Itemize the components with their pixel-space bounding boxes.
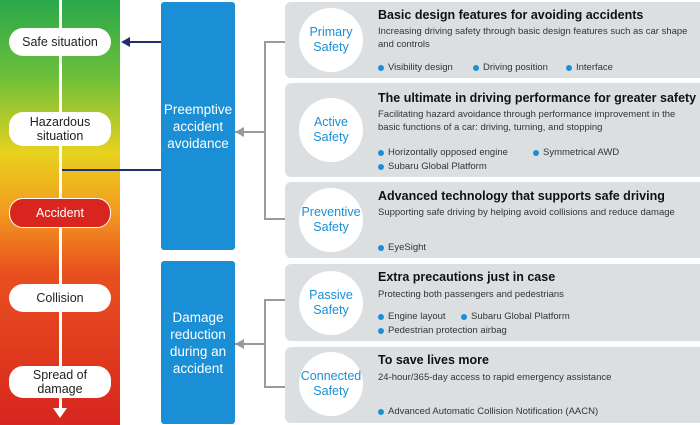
card-name-connected-safety: Connected Safety <box>299 352 363 416</box>
connector-connected <box>264 386 286 388</box>
bullet-item: Advanced Automatic Collision Notificatio… <box>378 406 598 417</box>
bullet-dot-icon <box>378 149 384 156</box>
card-description: 24-hour/365-day access to rapid emergenc… <box>378 372 612 383</box>
connector-preemptive-spine <box>264 41 266 219</box>
bullet-dot-icon <box>378 408 384 415</box>
bullet-item: Horizontally opposed engine <box>378 147 508 158</box>
bullet-item: Engine layout <box>378 311 446 322</box>
card-name-active-safety: Active Safety <box>299 98 363 162</box>
timeline-arrow-icon <box>53 408 67 418</box>
stage-hazardous-situation: Hazardous situation <box>9 112 111 146</box>
card-name-primary-safety: Primary Safety <box>299 8 363 72</box>
stage-spread-of-damage: Spread of damage <box>9 366 111 398</box>
connector-passive <box>264 299 286 301</box>
bullet-dot-icon <box>378 244 384 251</box>
bullet-item: Subaru Global Platform <box>378 161 487 172</box>
connector-damage-stem <box>235 343 265 345</box>
bullet-label: Engine layout <box>388 311 446 322</box>
bullet-dot-icon <box>378 64 384 71</box>
bullet-item: Subaru Global Platform <box>461 311 570 322</box>
connector-preemptive-stem <box>235 131 265 133</box>
bullet-dot-icon <box>461 313 467 320</box>
stage-accident: Accident <box>9 198 111 228</box>
bullet-label: Visibility design <box>388 62 453 73</box>
bullet-item: Interface <box>566 62 613 73</box>
card-title: Extra precautions just in case <box>378 270 556 284</box>
stage-collision: Collision <box>9 284 111 312</box>
card-preventive-safety: Preventive Safety Advanced technology th… <box>285 182 700 258</box>
card-title: To save lives more <box>378 353 489 367</box>
category-preemptive-accident-avoidance: Preemptive accident avoidance <box>161 2 235 250</box>
card-title: The ultimate in driving performance for … <box>378 91 697 105</box>
bullet-dot-icon <box>378 313 384 320</box>
stage-safe-situation: Safe situation <box>9 28 111 56</box>
arrow-from-hazard-line <box>62 169 197 171</box>
bullet-item: Visibility design <box>378 62 453 73</box>
bullet-dot-icon <box>473 64 479 71</box>
arrow-head-damage-icon <box>235 339 244 349</box>
category-damage-reduction: Damage reduction during an accident <box>161 261 235 424</box>
bullet-item: Pedestrian protection airbag <box>378 325 507 336</box>
card-description: Increasing driving safety through basic … <box>378 26 688 50</box>
bullet-label: EyeSight <box>388 242 427 253</box>
bullet-label: Advanced Automatic Collision Notificatio… <box>388 406 599 417</box>
card-primary-safety: Primary Safety Basic design features for… <box>285 2 700 78</box>
card-active-safety: Active Safety The ultimate in driving pe… <box>285 83 700 177</box>
card-name-preventive-safety: Preventive Safety <box>299 188 363 252</box>
card-name-passive-safety: Passive Safety <box>299 271 363 335</box>
bullet-label: Driving position <box>483 62 548 73</box>
connector-damage-spine <box>264 299 266 387</box>
bullet-dot-icon <box>378 163 384 170</box>
bullet-label: Horizontally opposed engine <box>388 147 508 158</box>
card-title: Advanced technology that supports safe d… <box>378 189 665 203</box>
bullet-label: Pedestrian protection airbag <box>388 325 507 336</box>
arrow-head-left-icon <box>121 37 130 47</box>
connector-primary <box>264 41 286 43</box>
bullet-dot-icon <box>378 327 384 334</box>
bullet-label: Subaru Global Platform <box>471 311 570 322</box>
bullet-item: Symmetrical AWD <box>533 147 619 158</box>
card-connected-safety: Connected Safety To save lives more 24-h… <box>285 347 700 423</box>
bullet-label: Subaru Global Platform <box>388 161 487 172</box>
bullet-label: Symmetrical AWD <box>543 147 620 158</box>
card-description: Facilitating hazard avoidance through pe… <box>378 109 676 133</box>
bullet-item: EyeSight <box>378 242 426 253</box>
bullet-label: Interface <box>576 62 613 73</box>
bullet-item: Driving position <box>473 62 548 73</box>
arrow-head-active-icon <box>235 127 244 137</box>
card-description: Protecting both passengers and pedestria… <box>378 289 564 300</box>
card-description: Supporting safe driving by helping avoid… <box>378 207 675 218</box>
card-title: Basic design features for avoiding accid… <box>378 8 644 22</box>
connector-preventive <box>264 218 286 220</box>
card-passive-safety: Passive Safety Extra precautions just in… <box>285 264 700 341</box>
bullet-dot-icon <box>566 64 572 71</box>
bullet-dot-icon <box>533 149 539 156</box>
